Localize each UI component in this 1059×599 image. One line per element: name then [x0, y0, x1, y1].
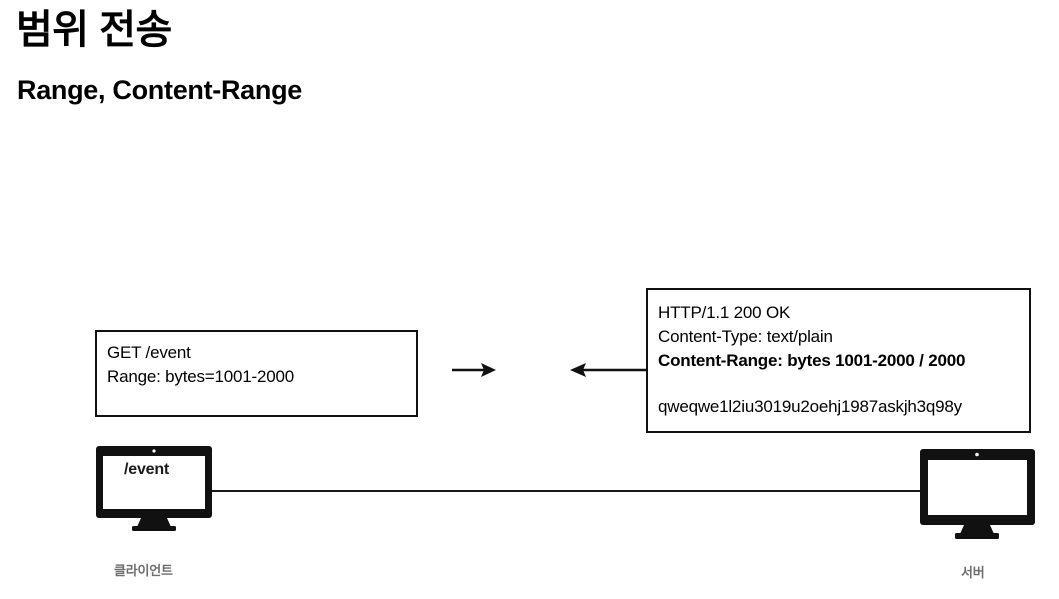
page-subtitle: Range, Content-Range	[17, 75, 303, 105]
server-monitor-icon	[920, 449, 1035, 539]
request-range-header: Range: bytes=1001-2000	[107, 367, 294, 386]
network-connection-line	[207, 490, 925, 492]
response-content-range-header: Content-Range: bytes 1001-2000 / 2000	[658, 351, 966, 370]
http-response-box: HTTP/1.1 200 OK Content-Type: text/plain…	[646, 288, 1031, 433]
response-status-line: HTTP/1.1 200 OK	[658, 303, 791, 322]
response-arrow-icon	[570, 359, 648, 381]
response-content-type-header: Content-Type: text/plain	[658, 327, 833, 346]
client-screen-label: /event	[124, 461, 170, 478]
page-title: 범위 전송	[16, 8, 172, 52]
http-request-box: GET /event Range: bytes=1001-2000	[95, 330, 418, 417]
request-arrow-icon	[452, 359, 496, 381]
client-caption: 클라이언트	[114, 563, 173, 578]
request-start-line: GET /event	[107, 343, 191, 362]
response-body-text: qweqwe1l2iu3019u2oehj1987askjh3q98y	[658, 397, 962, 416]
server-caption: 서버	[961, 565, 985, 580]
client-monitor-icon	[96, 446, 212, 531]
